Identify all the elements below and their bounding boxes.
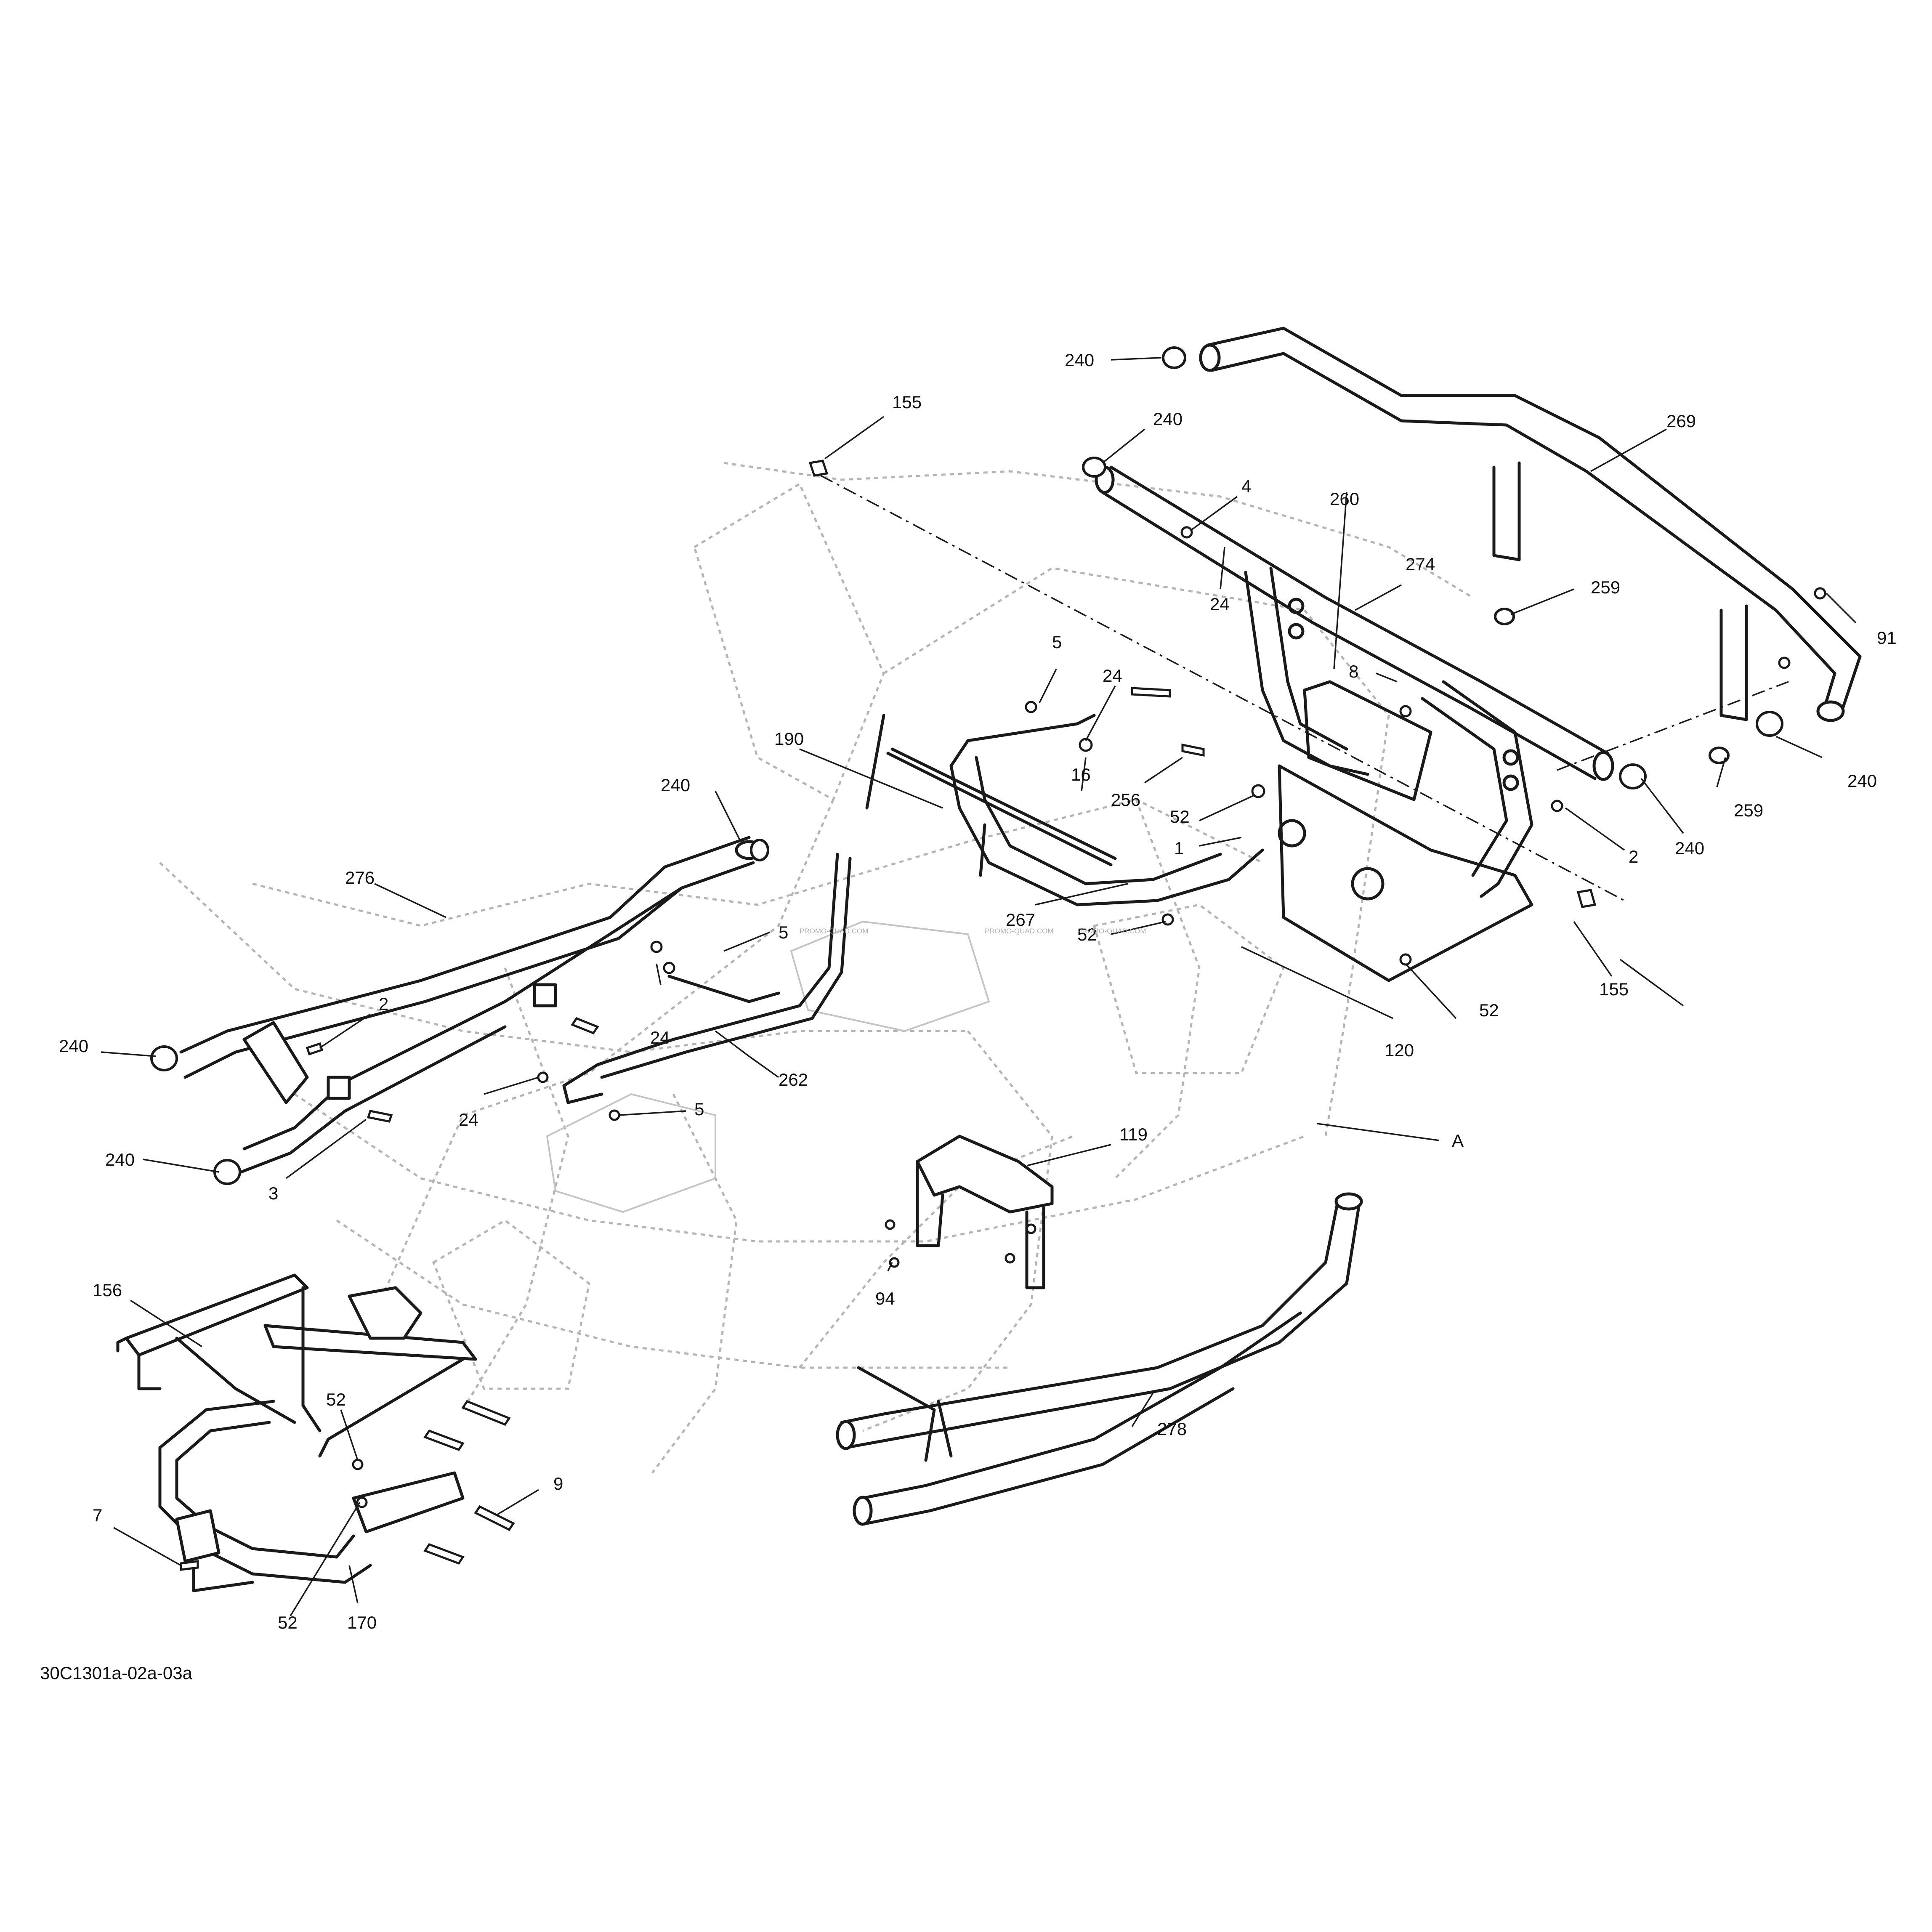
callout-267: 267 <box>1006 910 1035 930</box>
callout-7: 7 <box>93 1505 102 1525</box>
callout-24: 24 <box>1210 594 1230 614</box>
watermark: PROMO-QUAD.COM <box>1077 927 1146 935</box>
callout-8: 8 <box>1349 662 1358 681</box>
callout-52: 52 <box>278 1613 298 1632</box>
alignment-line-155-top <box>820 475 1625 901</box>
callout-256: 256 <box>1111 790 1140 810</box>
callout-240: 240 <box>1847 771 1877 791</box>
callout-52: 52 <box>1479 1000 1499 1020</box>
part-262-arm <box>562 853 852 1104</box>
callout-276: 276 <box>345 868 375 888</box>
reference-code: 30C1301a-02a-03a <box>40 1663 193 1683</box>
callout-240: 240 <box>105 1150 135 1169</box>
callout-5: 5 <box>694 1099 704 1119</box>
leader-lines <box>101 357 1857 1616</box>
watermarks: PROMO-QUAD.COM PROMO-QUAD.COM PROMO-QUAD… <box>800 927 1146 935</box>
callout-52: 52 <box>326 1390 346 1409</box>
part-276-a-arm <box>179 836 763 1176</box>
callout-170: 170 <box>347 1613 377 1632</box>
callout-120: 120 <box>1385 1040 1414 1060</box>
part-278-side-tube <box>836 1192 1363 1526</box>
callout-269: 269 <box>1666 411 1696 431</box>
callout-24: 24 <box>459 1110 478 1129</box>
callout-24: 24 <box>650 1028 670 1047</box>
watermark: PROMO-QUAD.COM <box>985 927 1053 935</box>
callout-5: 5 <box>779 922 788 942</box>
callout-262: 262 <box>779 1070 808 1090</box>
callout-91: 91 <box>1877 628 1897 648</box>
fasteners <box>180 460 1826 1571</box>
callout-155: 155 <box>892 392 922 412</box>
vehicle-frame-ghost <box>159 462 1474 1474</box>
watermark: PROMO-QUAD.COM <box>800 927 868 935</box>
callout-155: 155 <box>1599 979 1629 999</box>
callout-240: 240 <box>661 775 690 795</box>
callout-5: 5 <box>1052 632 1062 652</box>
part-274-bumper-tube <box>1095 465 1614 781</box>
callout-119: 119 <box>1119 1124 1148 1144</box>
callout-260: 260 <box>1330 489 1359 509</box>
callout-2: 2 <box>379 994 388 1014</box>
callout-240: 240 <box>1675 838 1704 858</box>
part-156-hitch-frame <box>116 1273 477 1458</box>
part-260-bracket <box>1244 566 1533 982</box>
callout-24: 24 <box>1103 666 1122 686</box>
callout-190: 190 <box>774 729 804 749</box>
callout-274: 274 <box>1406 554 1435 574</box>
callout-16: 16 <box>1071 765 1091 784</box>
callout-3: 3 <box>268 1183 278 1203</box>
callout-240: 240 <box>1153 409 1183 429</box>
callout-94: 94 <box>875 1289 895 1308</box>
leader-A <box>1317 1123 1440 1141</box>
callout-156: 156 <box>93 1280 122 1300</box>
callout-9: 9 <box>553 1474 563 1494</box>
callout-1: 1 <box>1174 838 1184 858</box>
callout-A: A <box>1452 1131 1464 1151</box>
callout-52: 52 <box>1077 925 1097 944</box>
part-269-grab-bar <box>1199 327 1862 722</box>
callout-259: 259 <box>1591 577 1620 597</box>
part-190-rod <box>865 714 1117 877</box>
callout-259: 259 <box>1734 800 1763 820</box>
callout-52: 52 <box>1170 807 1190 826</box>
alignment-line-bumper <box>1557 681 1789 771</box>
callout-4: 4 <box>1241 476 1251 496</box>
end-caps <box>150 346 1783 1185</box>
callout-labels: 155 240 240 4 260 269 274 24 259 91 5 24… <box>59 350 1897 1632</box>
callout-240: 240 <box>59 1036 88 1056</box>
part-267-frame-tube <box>949 714 1264 906</box>
callout-240: 240 <box>1065 350 1094 370</box>
part-170-hitch-hoop <box>158 1400 465 1592</box>
callout-278: 278 <box>1157 1419 1187 1439</box>
callout-2: 2 <box>1629 847 1638 866</box>
part-119-bracket <box>916 1135 1054 1289</box>
